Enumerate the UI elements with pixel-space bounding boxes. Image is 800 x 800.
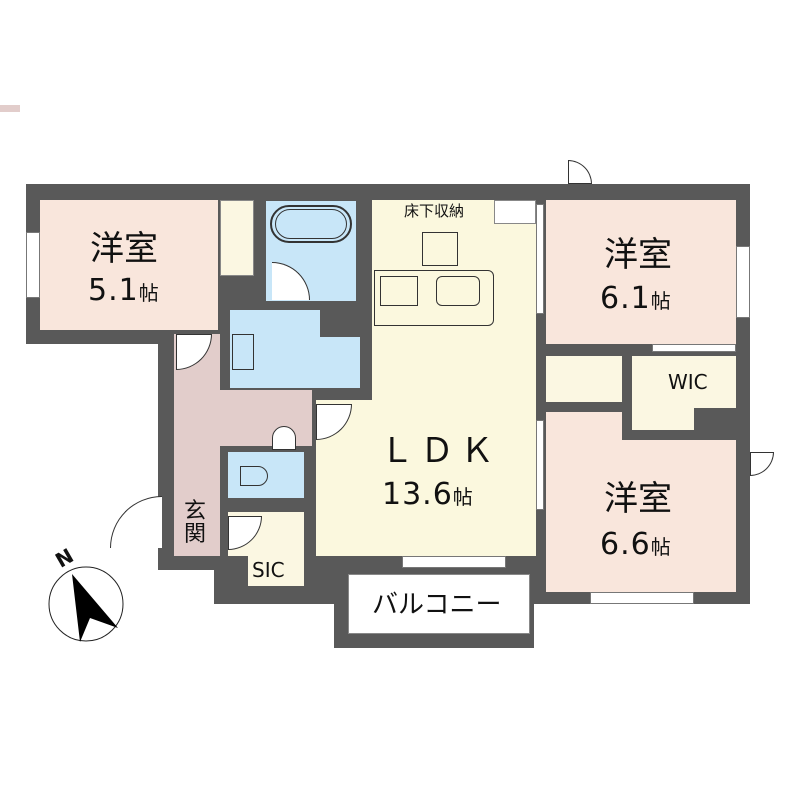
label-wic: WIC: [668, 370, 708, 394]
size-unit: 帖: [650, 289, 672, 313]
room-name-western-5-1: 洋室: [90, 229, 158, 269]
hallway: [174, 334, 220, 556]
sink-icon: [436, 276, 480, 306]
label-underfloor-storage: 床下収納: [404, 202, 465, 220]
outside-area: [534, 604, 800, 664]
size-value: 6.1: [600, 281, 651, 316]
balcony: [348, 574, 530, 634]
room-name-western-6-6: 洋室: [604, 479, 672, 519]
sliding-door[interactable]: [536, 420, 544, 510]
room-size-western-5-1: 5.1帖: [88, 276, 160, 306]
window[interactable]: [736, 246, 750, 318]
closet: [546, 356, 622, 402]
washroom: [320, 337, 360, 388]
label-entrance: 玄関: [183, 499, 206, 548]
size-unit: 帖: [452, 485, 474, 509]
stove-icon: [380, 276, 418, 306]
label-balcony: バルコニー: [372, 590, 502, 620]
toilet-icon: [240, 466, 268, 486]
washbasin-icon: [232, 334, 254, 370]
washroom: [230, 310, 320, 388]
kitchen-counter: [374, 270, 494, 326]
room-western-6-6: [546, 440, 736, 592]
room-size-western-6-1: 6.1帖: [600, 284, 672, 314]
bathtub-icon: [270, 205, 352, 243]
room-name-ldk: ＬＤＫ: [380, 431, 500, 471]
window[interactable]: [26, 232, 40, 298]
walk-in-closet: [632, 400, 694, 430]
sliding-door[interactable]: [652, 344, 736, 352]
walk-in-closet: [632, 356, 736, 408]
room-size-western-6-6: 6.6帖: [600, 530, 672, 560]
room-ldk: [372, 200, 536, 556]
exterior-door-right[interactable]: [750, 452, 774, 476]
north-arrow-icon: [48, 566, 124, 642]
outside-area: [158, 570, 214, 610]
pantry: [494, 200, 536, 224]
label-sic: SIC: [252, 558, 285, 582]
sliding-door[interactable]: [536, 204, 544, 314]
balcony-door-top[interactable]: [568, 160, 592, 184]
shoe-in-closet: [248, 540, 304, 586]
size-unit: 帖: [138, 281, 160, 305]
size-value: 6.6: [600, 527, 651, 562]
room-western-5-1: [40, 200, 218, 330]
window[interactable]: [402, 556, 506, 568]
size-value: 5.1: [88, 273, 139, 308]
bathtub-inner: [275, 209, 347, 239]
hallway: [218, 390, 312, 446]
legend-swatch: [0, 105, 20, 112]
toilet-door[interactable]: [272, 426, 296, 450]
size-unit: 帖: [650, 535, 672, 559]
size-value: 13.6: [382, 477, 453, 512]
room-size-ldk: 13.6帖: [382, 480, 474, 510]
room-western-6-1: [546, 200, 736, 344]
window[interactable]: [590, 592, 694, 604]
closet: [220, 200, 254, 276]
underfloor-storage-hatch: [422, 232, 458, 266]
room-name-western-6-1: 洋室: [604, 235, 672, 275]
